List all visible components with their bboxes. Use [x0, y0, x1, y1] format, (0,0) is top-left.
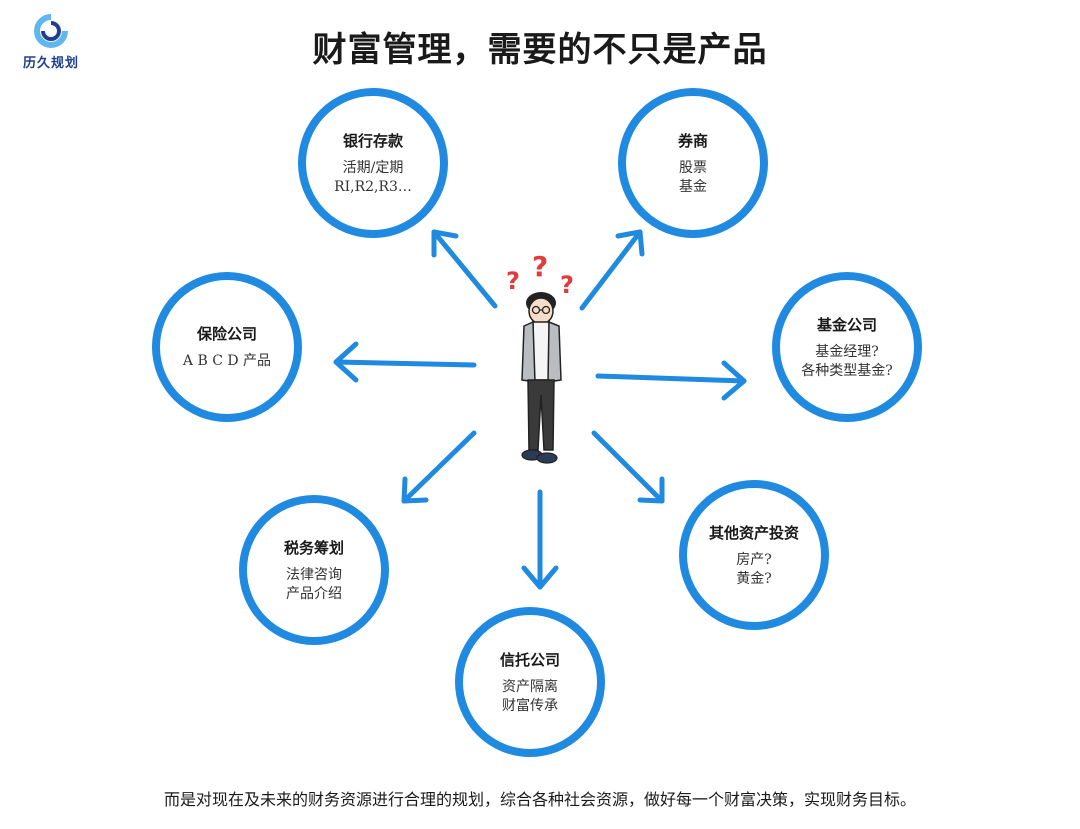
- node-line: 财富传承: [502, 697, 558, 714]
- node-title: 基金公司: [816, 315, 877, 334]
- node-line: 产品介绍: [286, 585, 342, 602]
- node-broker: 券商 股票 基金: [618, 88, 768, 238]
- arrow-to-tax: [401, 430, 477, 504]
- node-tax: 税务筹划 法律咨询 产品介绍: [239, 495, 389, 645]
- logo-text: 历久规划: [22, 56, 79, 71]
- arrow-to-fund: [595, 360, 747, 401]
- node-title: 券商: [677, 131, 708, 150]
- node-line: A B C D 产品: [182, 353, 272, 369]
- node-line: 黄金?: [736, 570, 772, 587]
- footer-caption: 而是对现在及未来的财务资源进行合理的规划，综合各种社会资源，做好每一个财富决策，…: [163, 790, 916, 809]
- node-line: 房产?: [736, 551, 772, 568]
- node-line: 基金: [679, 178, 707, 195]
- node-line: 活期/定期: [342, 159, 404, 176]
- node-title: 保险公司: [196, 325, 257, 343]
- logo: 历久规划: [16, 14, 86, 74]
- question-mark: ?: [532, 250, 548, 283]
- node-insurance: 保险公司 A B C D 产品: [152, 272, 302, 422]
- node-line: 基金经理?: [815, 343, 879, 360]
- confused-person-illustration: ? ? ?: [506, 250, 574, 464]
- logo-icon: [34, 14, 68, 48]
- question-mark: ?: [506, 267, 520, 295]
- node-title: 银行存款: [342, 131, 403, 150]
- node-line: 股票: [679, 159, 707, 176]
- node-other: 其他资产投资 房产? 黄金?: [679, 480, 829, 630]
- node-bank: 银行存款 活期/定期 RI,R2,R3…: [298, 88, 448, 238]
- arrow-to-other: [591, 430, 665, 504]
- node-trust: 信托公司 资产隔离 财富传承: [455, 607, 605, 757]
- node-line: 各种类型基金?: [801, 362, 893, 379]
- arrow-to-bank: [431, 229, 498, 309]
- arrow-to-trust: [521, 489, 559, 590]
- arrow-to-broker: [579, 229, 645, 311]
- arrow-to-insurance: [333, 341, 477, 383]
- node-line: RI,R2,R3…: [334, 178, 412, 195]
- node-line: 资产隔离: [502, 678, 558, 695]
- node-title: 其他资产投资: [708, 523, 799, 542]
- question-mark: ?: [560, 271, 574, 299]
- node-title: 信托公司: [499, 650, 560, 669]
- page-title: 财富管理，需要的不只是产品: [312, 30, 768, 70]
- node-title: 税务筹划: [283, 538, 344, 557]
- node-fund: 基金公司 基金经理? 各种类型基金?: [772, 272, 922, 422]
- node-line: 法律咨询: [286, 566, 342, 583]
